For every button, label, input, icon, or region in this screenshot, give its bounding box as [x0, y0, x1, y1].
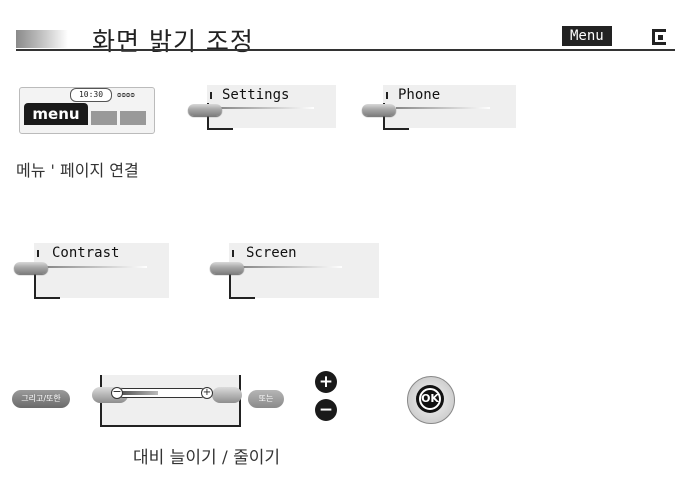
phone-softkey-left[interactable] [91, 111, 117, 125]
softkey-label-screen: Screen [246, 245, 297, 261]
softkey-panel-settings-line [220, 107, 314, 109]
caption-menu-page-link: 메뉴 ' 페이지 연결 [16, 161, 139, 180]
softkey-label-settings: Settings [222, 87, 290, 103]
menu-badge: Menu [562, 26, 612, 46]
slider-right-key[interactable] [212, 387, 242, 403]
softkey-panel-screen-line [242, 266, 342, 268]
softkey-panel-screen [229, 243, 379, 298]
softkey-phone-button[interactable] [362, 104, 396, 116]
page-edge-icon [652, 29, 666, 45]
softkey-panel-phone [383, 85, 516, 128]
minus-button[interactable]: − [315, 399, 337, 421]
phone-status-icons: ᴑᴑᴑᴑ [117, 90, 135, 99]
softkey-panel-phone-line [396, 107, 490, 109]
slider-panel-right-frame [215, 375, 241, 427]
caption-adjust-contrast: 대비 늘이기 / 줄이기 [133, 448, 281, 468]
softkey-label-phone: Phone [398, 87, 441, 103]
softkey-panel-phone-tick [386, 92, 388, 99]
or-pill: 또는 [248, 390, 284, 408]
softkey-panel-settings [207, 85, 336, 128]
phone-clock: 10:30 [70, 88, 112, 102]
slider-plus-icon: + [201, 387, 213, 399]
softkey-panel-screen-frame [229, 262, 255, 299]
softkey-panel-contrast-tick [37, 250, 39, 257]
softkey-panel-screen-tick [232, 250, 234, 257]
header-underline [16, 49, 675, 51]
softkey-settings-button[interactable] [188, 104, 222, 116]
page-title: 화면 밝기 조정 [92, 27, 254, 56]
softkey-screen-button[interactable] [210, 262, 244, 274]
slider-minus-icon: − [111, 385, 123, 399]
softkey-panel-contrast [34, 243, 169, 298]
contrast-slider-fill [122, 391, 158, 395]
softkey-panel-contrast-frame [34, 262, 60, 299]
page-edge-dot [658, 35, 663, 40]
softkey-label-contrast: Contrast [52, 245, 120, 261]
phone-softkey-right[interactable] [120, 111, 146, 125]
softkey-panel-contrast-line [47, 266, 147, 268]
phone-menu-key-label: menu [32, 105, 80, 123]
softkey-panel-settings-tick [210, 92, 212, 99]
plus-button[interactable]: + [315, 371, 337, 393]
softkey-panel-settings-frame [207, 103, 233, 130]
softkey-contrast-button[interactable] [14, 262, 48, 274]
softkey-panel-phone-frame [383, 103, 409, 130]
header-gradient-bar [16, 30, 68, 48]
ok-button-ring [419, 388, 441, 410]
and-or-pill: 그리고/또한 [12, 390, 70, 408]
phone-menu-key[interactable] [24, 103, 88, 125]
